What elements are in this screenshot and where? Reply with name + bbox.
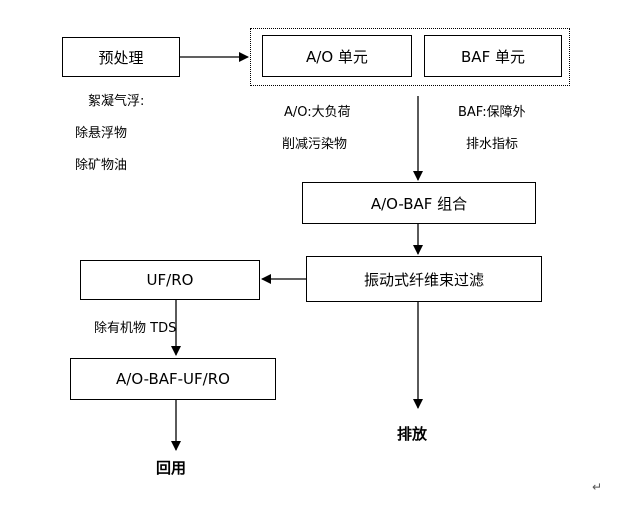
baf-note-2: 排水指标 xyxy=(466,137,519,152)
ao-unit-box: A/O 单元 xyxy=(262,35,412,77)
pretreat-box: 预处理 xyxy=(62,37,180,77)
pretreat-note-3: 除矿物油 xyxy=(75,158,128,173)
uf-ro-box: UF/RO xyxy=(80,260,260,300)
pretreat-note-2: 除悬浮物 xyxy=(75,126,128,141)
paragraph-mark: ↵ xyxy=(592,480,603,494)
ao-note-1: A/O:大负荷 xyxy=(284,105,351,120)
reuse-label: 回用 xyxy=(156,459,187,477)
discharge-label: 排放 xyxy=(397,425,428,443)
baf-unit-box: BAF 单元 xyxy=(424,35,562,77)
ao-baf-uf-ro-box: A/O-BAF-UF/RO xyxy=(70,358,276,400)
ao-baf-combo-box: A/O-BAF 组合 xyxy=(302,182,536,224)
vibrating-filter-box: 振动式纤维束过滤 xyxy=(306,256,542,302)
uf-ro-note: 除有机物 TDS xyxy=(94,321,177,336)
pretreat-note-1: 絮凝气浮: xyxy=(88,94,145,109)
baf-note-1: BAF:保障外 xyxy=(458,105,526,120)
treatment-units-group xyxy=(250,28,570,86)
ao-note-2: 削减污染物 xyxy=(282,137,348,152)
